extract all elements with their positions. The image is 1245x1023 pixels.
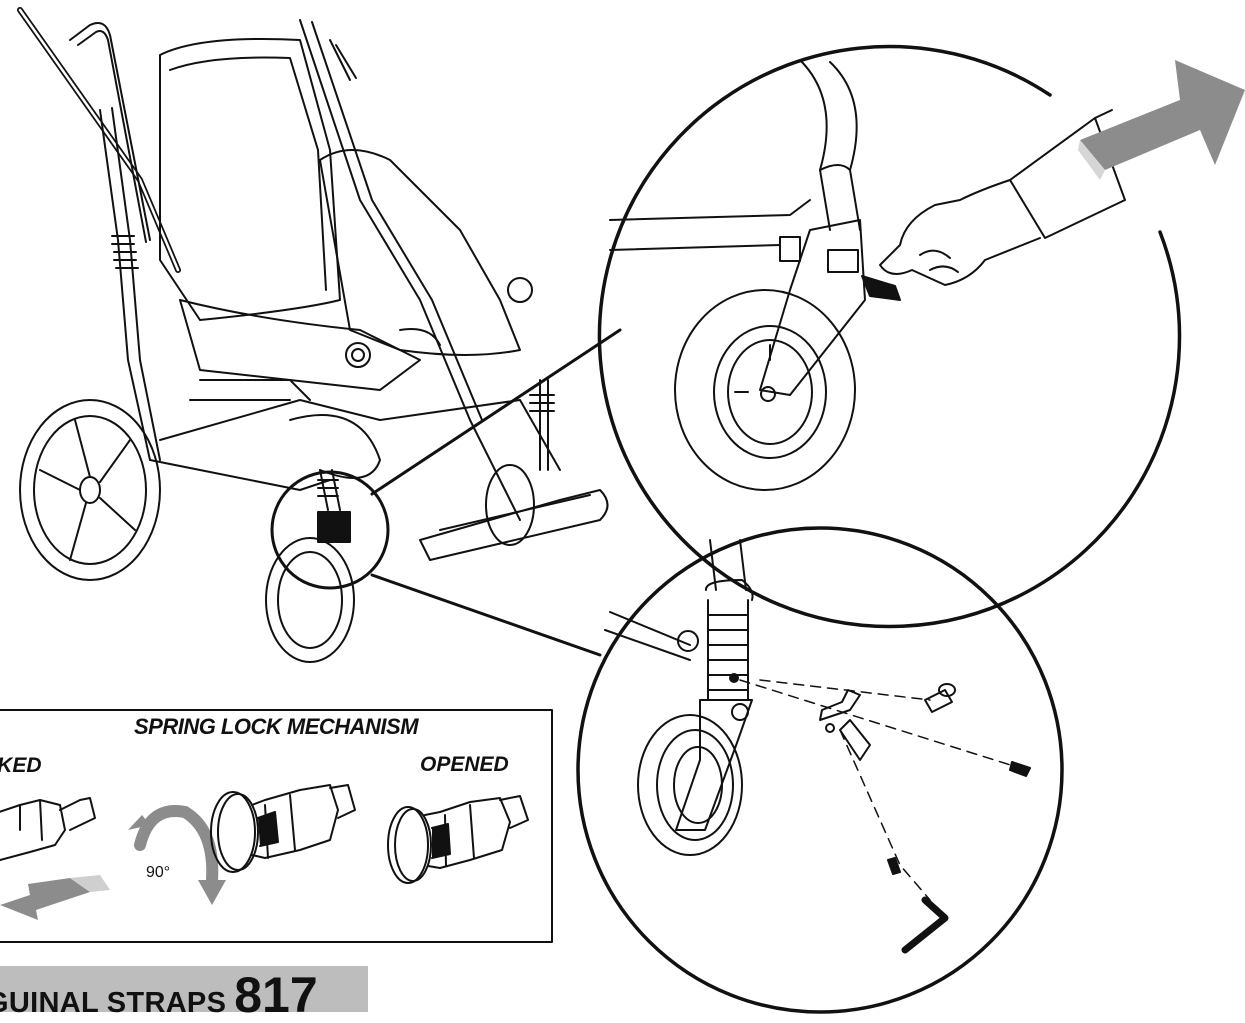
detail-circle-small — [270, 470, 390, 590]
spring-lock-inset — [0, 709, 553, 943]
detail-circle-top — [597, 44, 1182, 629]
pin-opened — [387, 795, 529, 884]
locked-label: CKED — [0, 754, 42, 777]
allen-key-icon — [901, 896, 949, 954]
page-number: 817 — [234, 967, 318, 1023]
section-label: GUINAL STRAPS — [0, 987, 227, 1019]
stroller — [17, 7, 609, 663]
arrow-left-icon — [0, 875, 110, 920]
footer-band — [0, 966, 368, 1012]
rotation-label: 90° — [146, 864, 171, 881]
inset-title: SPRING LOCK MECHANISM — [133, 714, 419, 739]
detail-circle-bottom — [576, 526, 1064, 1014]
opened-label: OPENED — [420, 753, 509, 776]
pin-locked — [0, 797, 96, 862]
pin-rotating — [210, 784, 356, 873]
rear-wheel — [19, 399, 161, 581]
arrow-right-icon — [1078, 60, 1245, 180]
rotate-icon — [128, 805, 226, 905]
